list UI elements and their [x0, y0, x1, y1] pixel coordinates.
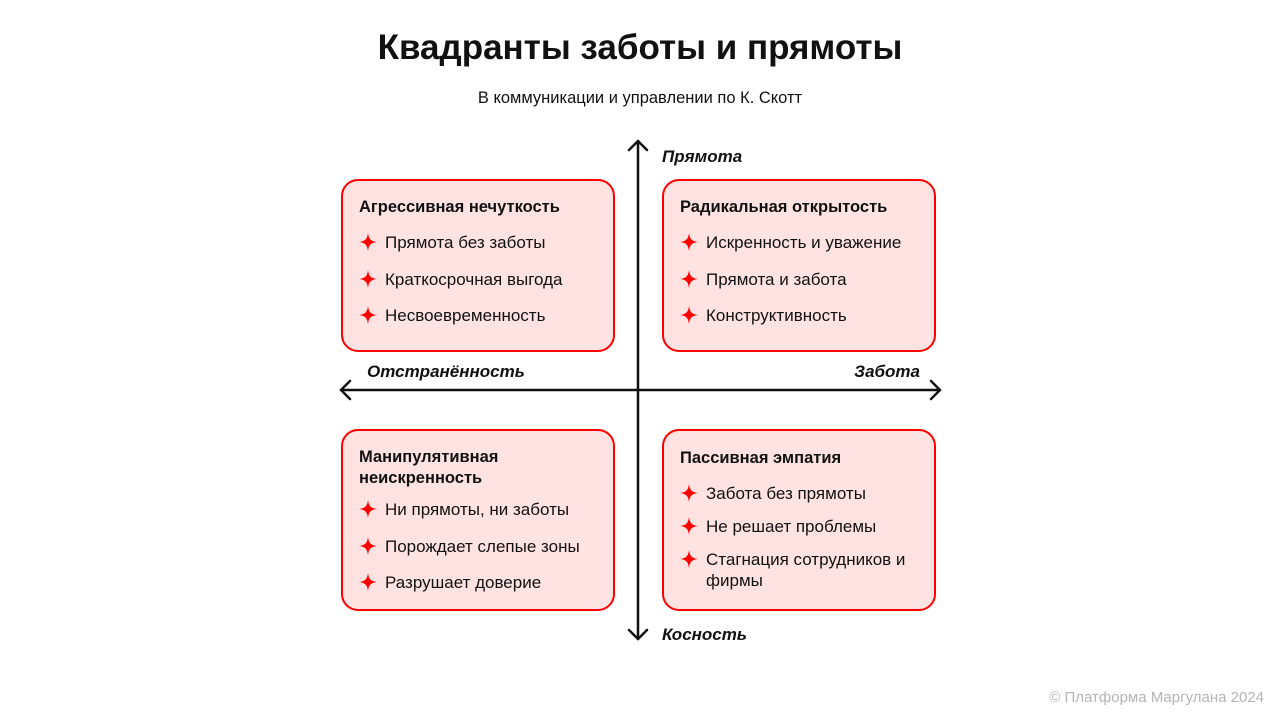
axis-label-bottom: Косность	[662, 625, 747, 644]
list-item-text: Прямота без заботы	[385, 233, 546, 252]
list-item: Прямота без заботы	[359, 232, 613, 253]
sparkle-icon	[359, 306, 377, 324]
arrow-right-icon	[929, 379, 942, 401]
list-item-text: Прямота и забота	[706, 269, 847, 289]
quadrant-manipulative: Манипулятивная неискренность Ни прямоты, …	[341, 429, 615, 611]
axis-label-right: Забота	[854, 362, 920, 381]
sparkle-icon	[359, 500, 377, 518]
list-item: Краткосрочная выгода	[359, 269, 613, 290]
quadrant-title: Манипулятивная неискренность	[359, 448, 499, 487]
sparkle-icon	[359, 269, 377, 288]
sparkle-icon	[680, 517, 698, 535]
axis-label-top: Прямота	[662, 147, 743, 166]
arrow-left-icon	[339, 379, 352, 401]
list-item: Несвоевременность	[359, 305, 613, 326]
sparkle-icon	[680, 550, 698, 568]
list-item: Порождает слепые зоны	[359, 536, 613, 557]
sparkle-icon	[359, 233, 377, 251]
list-item-text: Несвоевременность	[385, 306, 546, 325]
list-item: Разрушает доверие	[359, 572, 613, 593]
list-item: Конструктивность	[680, 305, 934, 326]
arrow-up-icon	[627, 139, 649, 152]
quadrant-title: Агрессивная нечуткость	[359, 198, 560, 216]
list-item: Не решает проблемы	[680, 516, 934, 537]
sparkle-icon	[359, 573, 377, 591]
page-title: Квадранты заботы и прямоты	[377, 28, 903, 67]
list-item-text: Забота без прямоты	[706, 484, 866, 503]
sparkle-icon	[680, 306, 698, 324]
list-item-text: Разрушает доверие	[385, 573, 542, 592]
list-item: Прямота и забота	[680, 269, 934, 290]
list-item: Искренность и уважение	[680, 232, 934, 253]
list-item-text: Искренность и уважение	[706, 233, 902, 252]
sparkle-icon	[680, 484, 698, 502]
list-item-text: Стагнация сотрудников и фирмы	[706, 550, 906, 590]
list-item-text: Ни прямоты, ни заботы	[385, 500, 570, 519]
list-item: Стагнация сотрудников и фирмы	[680, 549, 934, 591]
list-item-text: Краткосрочная выгода	[385, 269, 563, 289]
axis-label-left: Отстранённость	[367, 362, 525, 381]
list-item: Ни прямоты, ни заботы	[359, 499, 613, 520]
quadrant-title: Пассивная эмпатия	[680, 449, 842, 467]
arrow-down-icon	[627, 628, 649, 641]
copyright-footer: © Платформа Маргулана 2024	[1049, 689, 1264, 706]
list-item-text: Не решает проблемы	[706, 517, 877, 536]
list-item-text: Конструктивность	[706, 306, 847, 325]
list-item-text: Порождает слепые зоны	[385, 536, 580, 556]
quadrant-title: Радикальная открытость	[680, 198, 888, 216]
sparkle-icon	[680, 269, 698, 288]
subtitle: В коммуникации и управлении по К. Скотт	[477, 89, 803, 107]
list-item: Забота без прямоты	[680, 483, 934, 504]
sparkle-icon	[680, 233, 698, 251]
sparkle-icon	[359, 536, 377, 555]
